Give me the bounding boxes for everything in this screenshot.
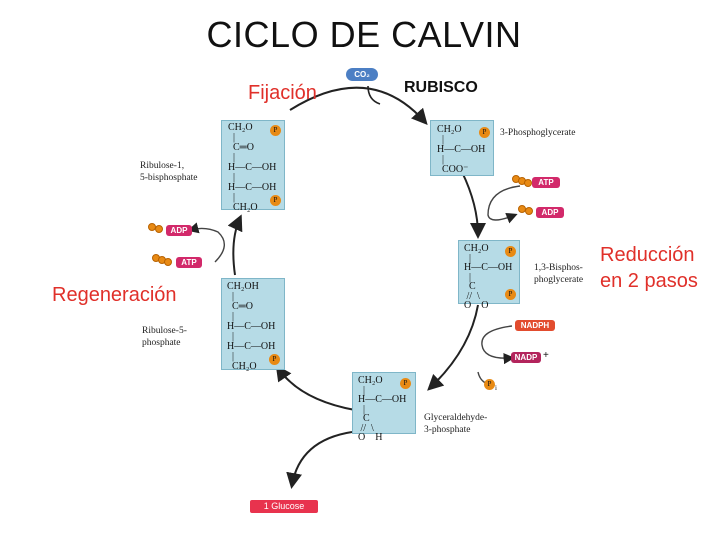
phosphate-icon: P	[270, 195, 281, 206]
arrow-atp-use	[487, 185, 521, 224]
nadp-badge: NADP	[511, 352, 541, 363]
label-ribulose5-2: phosphate	[142, 338, 181, 348]
pi-subscript: i	[495, 384, 497, 392]
label-glyceraldehyde-2: 3-phosphate	[424, 425, 471, 435]
adp-left-badge: ADP	[166, 225, 192, 236]
adp-badge: ADP	[536, 207, 564, 218]
arrow-reduction-2	[427, 304, 479, 391]
label-reduccion-2: en 2 pasos	[600, 270, 698, 292]
label-glyceraldehyde-1: Glyceraldehyde-	[424, 413, 488, 423]
structure-g3p: CH₂O | H—C—OH | C // \ O H	[358, 375, 407, 443]
arrow-nadph-use	[481, 325, 515, 365]
atp-molecule-left: ATP	[152, 253, 212, 268]
structure-ru5p: CH₂OH | C═O | H—C—OH | H—C—OH | CH₂O	[227, 281, 276, 372]
label-bisphos-2: phoglycerate	[534, 275, 584, 285]
label-bisphos-1: 1,3-Bisphos-	[534, 263, 583, 273]
adp-molecule-top: ADP	[518, 204, 578, 218]
phosphate-icon: P	[269, 354, 280, 365]
molecule-box-g3p: CH₂O | H—C—OH | C // \ O H P	[352, 372, 416, 442]
atp-molecule-top: ATP	[512, 174, 572, 188]
arrow-glucose-output	[286, 431, 353, 489]
molecule-box-bpg: CH₂O | H—C—OH | C // \ O O P P	[458, 240, 520, 310]
page-title: CICLO DE CALVIN	[206, 14, 522, 55]
phosphate-icon: P	[479, 127, 490, 138]
phosphate-icon: P	[505, 289, 516, 300]
co2-badge: CO₂	[346, 68, 378, 81]
label-phosphoglycerate: 3-Phosphoglycerate	[500, 128, 576, 138]
phosphate-icon: P	[270, 125, 281, 136]
label-reduccion-1: Reducción	[600, 244, 695, 266]
phosphate-icon: P	[484, 379, 495, 390]
arrow-fixation	[289, 86, 428, 125]
atp-badge: ATP	[532, 177, 560, 188]
pi-molecule: P i	[484, 379, 504, 393]
label-rubisco: RUBISCO	[404, 79, 478, 96]
arrow-reduction-1	[461, 171, 486, 239]
label-ribulose-bis-2: 5-bisphosphate	[140, 173, 198, 183]
phosphate-icon: P	[505, 246, 516, 257]
nadp-plus: +	[543, 350, 549, 361]
structure-rubp: CH₂O | C═O | H—C—OH | H—C—OH | CH₂O	[228, 122, 277, 213]
label-fijacion: Fijación	[248, 82, 317, 104]
atp-left-badge: ATP	[176, 257, 202, 268]
phosphate-icon: P	[400, 378, 411, 389]
molecule-box-rubp: CH₂O | C═O | H—C—OH | H—C—OH | CH₂O P P	[221, 120, 285, 213]
arrow-regeneration-1	[275, 364, 356, 411]
arrow-co2-input	[367, 85, 381, 105]
molecule-box-pga: CH₂O | H—C—OH | COO⁻ P	[430, 120, 494, 176]
label-ribulose-bis-1: Ribulose-1,	[140, 161, 185, 171]
nadph-badge: NADPH	[515, 320, 555, 331]
glucose-badge: 1 Glucose	[250, 500, 318, 513]
structure-bpg: CH₂O | H—C—OH | C // \ O O	[464, 243, 513, 311]
arrow-regeneration-2	[227, 214, 243, 276]
structure-pga: CH₂O | H—C—OH | COO⁻	[437, 124, 486, 175]
arrow-atp-left	[187, 222, 225, 263]
molecule-box-ru5p: CH₂OH | C═O | H—C—OH | H—C—OH | CH₂O P	[221, 278, 285, 372]
label-ribulose5-1: Ribulose-5-	[142, 326, 187, 336]
nadp-molecule: NADP +	[511, 350, 571, 366]
label-regeneracion: Regeneración	[52, 284, 177, 306]
adp-molecule-left: ADP	[148, 222, 208, 236]
